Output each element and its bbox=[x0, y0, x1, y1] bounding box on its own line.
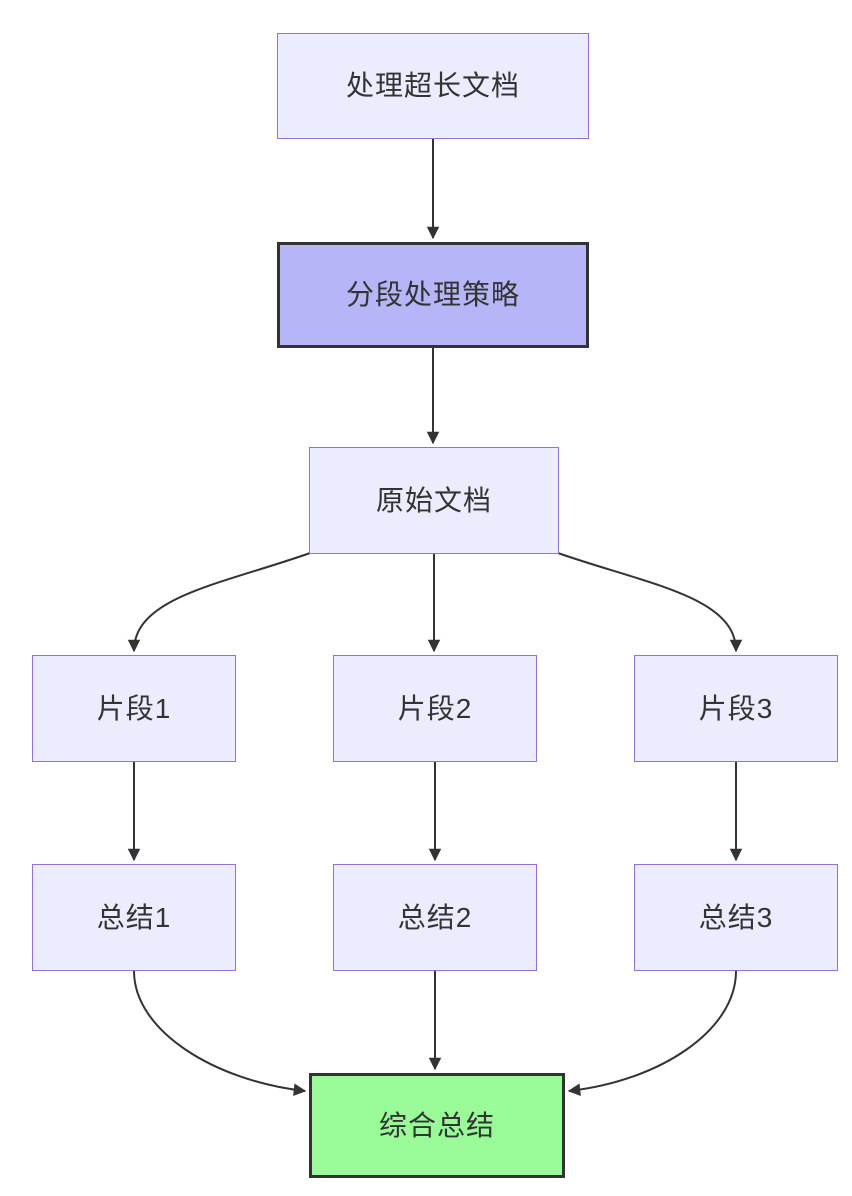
node-label: 片段2 bbox=[397, 692, 473, 724]
node-segmentation-strategy: 分段处理策略 bbox=[277, 242, 589, 348]
node-label: 总结2 bbox=[397, 901, 473, 933]
node-label: 总结3 bbox=[698, 901, 774, 933]
edge-E1-F bbox=[133, 970, 307, 1096]
node-summary-2: 总结2 bbox=[333, 864, 537, 971]
node-label: 分段处理策略 bbox=[345, 279, 520, 311]
node-fragment-2: 片段2 bbox=[333, 655, 537, 762]
node-original-document: 原始文档 bbox=[309, 447, 559, 554]
node-label: 处理超长文档 bbox=[345, 70, 520, 102]
node-summary-3: 总结3 bbox=[634, 864, 838, 971]
node-label: 片段3 bbox=[698, 692, 774, 724]
edge-C-D1 bbox=[127, 551, 314, 653]
node-fragment-1: 片段1 bbox=[32, 655, 236, 762]
node-process-long-document: 处理超长文档 bbox=[277, 33, 589, 139]
node-combined-summary: 综合总结 bbox=[309, 1073, 565, 1178]
node-label: 片段1 bbox=[96, 692, 172, 724]
node-label: 总结1 bbox=[96, 901, 172, 933]
edge-C-D3 bbox=[554, 551, 743, 653]
node-fragment-3: 片段3 bbox=[634, 655, 838, 762]
node-label: 综合总结 bbox=[378, 1109, 495, 1141]
edge-E3-F bbox=[567, 970, 737, 1096]
node-summary-1: 总结1 bbox=[32, 864, 236, 971]
node-label: 原始文档 bbox=[375, 484, 492, 516]
